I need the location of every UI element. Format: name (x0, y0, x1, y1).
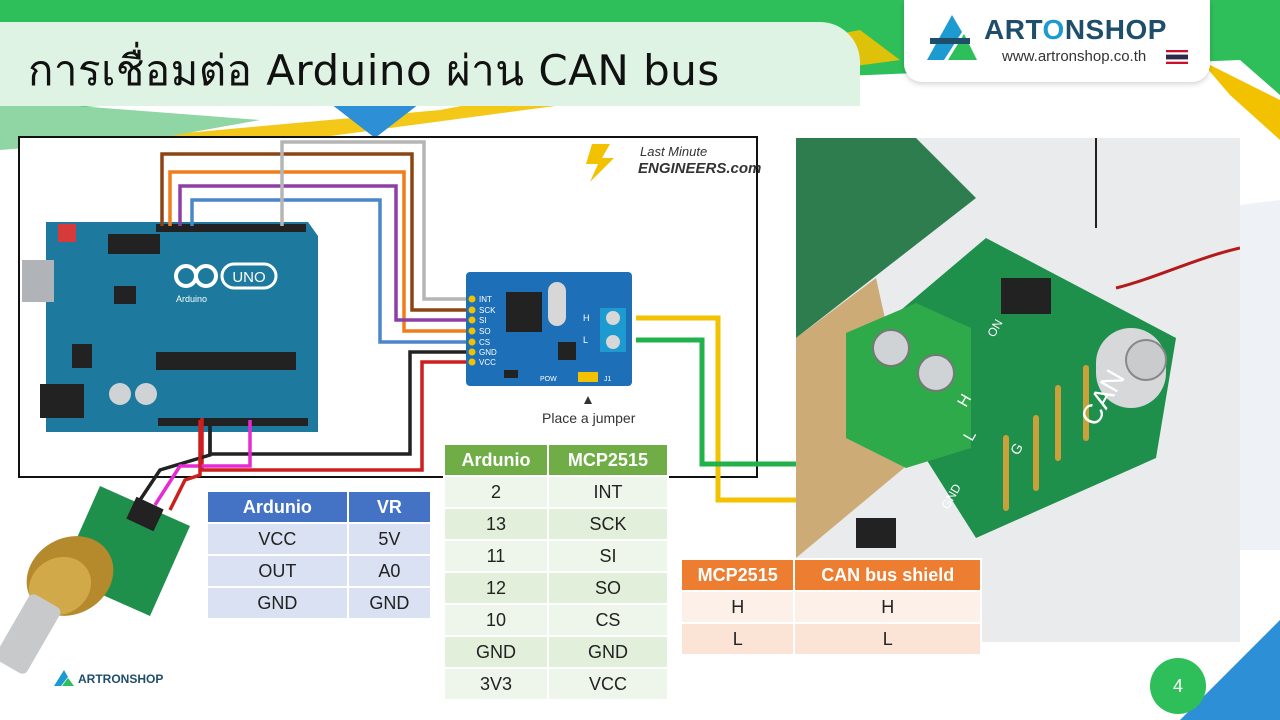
table-cell: SI (546, 539, 670, 573)
can-header-shield: CAN bus shield (793, 558, 982, 592)
table-cell: 12 (443, 571, 549, 605)
wire-brown (160, 152, 470, 312)
lightning-icon (586, 144, 614, 182)
table-cell: 2 (443, 475, 549, 509)
mcp-header-arduino: Ardunio (443, 443, 549, 477)
footer-logo-text: ARTRONSHOP (78, 672, 164, 686)
jumper-arrow-icon (584, 396, 592, 404)
table-cell: GND (206, 586, 349, 620)
table-cell: INT (546, 475, 670, 509)
table-cell: L (679, 622, 796, 656)
vr-header-vr: VR (346, 490, 433, 524)
can-header-mcp2515: MCP2515 (679, 558, 796, 592)
table-cell: GND (546, 635, 670, 669)
table-cell: H (793, 590, 982, 624)
table-cell: SCK (546, 507, 670, 541)
table-cell: VCC (206, 522, 349, 556)
brand-url: www.artronshop.co.th (1002, 48, 1147, 65)
pin-vcc-label: VCC (479, 358, 496, 367)
table-cell: 11 (443, 539, 549, 573)
table-cell: GND (346, 586, 433, 620)
module-pow-label: POW (540, 376, 557, 383)
arduino-brand-label: Arduino (176, 294, 207, 304)
table-cell: GND (443, 635, 549, 669)
table-cell: SO (546, 571, 670, 605)
module-terminal-h-label: H (583, 313, 590, 323)
page-title: การเชื่อมต่อ Arduino ผ่าน CAN bus (28, 46, 720, 95)
wire-orange (168, 170, 470, 333)
arduino-mcp2515-wiring: UNO Arduino H L POW J1 INT SCK SI (22, 140, 632, 472)
can-bus-shield-photo: CAN H L G ON GND (796, 138, 1240, 642)
mcp2515-module: H L POW J1 INT SCK SI SO CS GND VCC (466, 272, 632, 386)
module-terminal-l-label: L (583, 335, 588, 345)
table-cell: 13 (443, 507, 549, 541)
arduino-model-label: UNO (232, 269, 265, 286)
pin-int-label: INT (479, 295, 492, 304)
artronshop-logo-icon (927, 15, 977, 60)
table-cell: A0 (346, 554, 433, 588)
module-pin-header: INT SCK SI SO CS GND VCC (468, 295, 497, 367)
brand-name: ARTONSHOP (984, 14, 1167, 45)
thai-flag-icon (1166, 50, 1188, 64)
lme-brand-line1: Last Minute (640, 144, 708, 159)
table-cell: 10 (443, 603, 549, 637)
title-bar (0, 22, 860, 106)
jumper-note: Place a jumper (542, 410, 636, 426)
table-cell: CS (546, 603, 670, 637)
table-cell: OUT (206, 554, 349, 588)
table-cell: H (679, 590, 796, 624)
table-cell: L (793, 622, 982, 656)
table-cell: VCC (546, 667, 670, 701)
wire-purple (178, 184, 470, 322)
footer-logo-icon (54, 670, 74, 686)
pin-si-label: SI (479, 316, 487, 325)
pin-so-label: SO (479, 327, 491, 336)
pin-sck-label: SCK (479, 306, 496, 315)
shield-board: CAN H L G ON GND (846, 238, 1176, 548)
arduino-uno-board: UNO Arduino (22, 222, 318, 432)
pin-cs-label: CS (479, 338, 490, 347)
module-j1-label: J1 (604, 376, 612, 383)
vr-header-arduino: Ardunio (206, 490, 349, 524)
potentiometer-icon (0, 486, 190, 674)
table-cell: 3V3 (443, 667, 549, 701)
wire-gray (280, 140, 470, 301)
table-cell: 5V (346, 522, 433, 556)
brand-logo-card: ARTONSHOP www.artronshop.co.th (904, 0, 1210, 82)
page-number-badge: 4 (1150, 658, 1206, 714)
mcp-header-mcp2515: MCP2515 (546, 443, 670, 477)
pin-gnd-label: GND (479, 348, 497, 357)
lme-brand-line2: ENGINEERS.com (638, 160, 762, 177)
wire-blue (190, 198, 470, 344)
